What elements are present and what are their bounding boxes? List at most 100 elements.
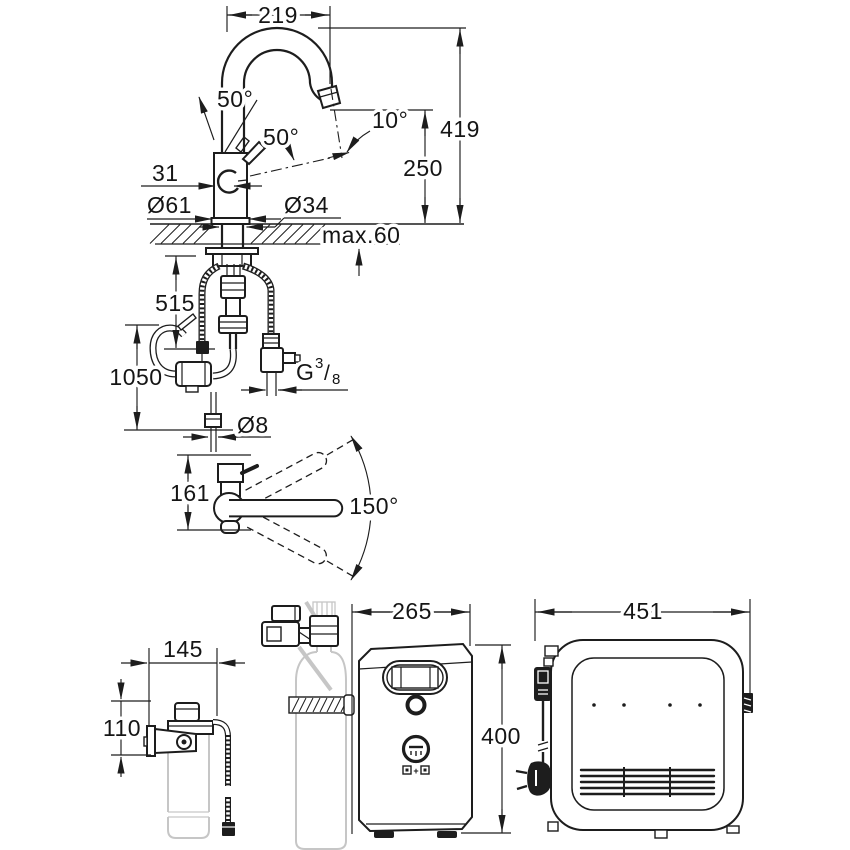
stack-valve (220, 275, 246, 299)
handle-knob (216, 169, 239, 194)
faucet-lever (241, 140, 267, 166)
dim-spout-reach: 219 (258, 2, 298, 28)
dimension-total-height: 419 (318, 27, 483, 223)
dimension-counter-thickness: max.60 (319, 219, 403, 276)
cooler-side-panel (571, 657, 725, 811)
dimension-cooler-height: 400 (461, 644, 524, 834)
swing-line-right (224, 99, 258, 153)
dim-spout-height: 250 (403, 155, 443, 181)
dimension-hose-515: 515 (152, 255, 215, 350)
nut-facets (221, 254, 243, 266)
dim-total-height: 419 (440, 116, 480, 142)
valve-tail-pipe (266, 372, 277, 396)
thin-hose-lower (210, 427, 217, 452)
cooler-side-body (550, 639, 744, 831)
dim-body-depth: 161 (170, 480, 210, 506)
dimension-supply-thread: G 3 / 8 (241, 347, 348, 394)
regulator-knob (271, 605, 301, 622)
side-foot-left (547, 821, 559, 832)
outlet-angle-leader (346, 130, 371, 153)
swivel-arc-upper (350, 435, 372, 496)
bottle-valve (309, 615, 339, 647)
counter-hatching (149, 224, 326, 244)
dim-filter-head-height: 110 (103, 715, 141, 741)
plan-lever (240, 464, 259, 475)
wall-plate-notch (143, 736, 148, 747)
wall-bracket (543, 645, 559, 667)
regulator-gauge (266, 626, 282, 642)
dim-supply-thread: G 3 / 8 (296, 347, 341, 388)
water-types-badge: + (402, 765, 430, 776)
thin-hose-connector (204, 413, 222, 428)
filter-head-cap (174, 702, 200, 722)
break-symbol (177, 313, 197, 331)
swivel-arc-lower (350, 520, 372, 581)
knob-tick (237, 179, 248, 182)
valve-fitting (262, 333, 280, 349)
spray-head-seam (319, 91, 339, 98)
co2-bottle-assembly (261, 600, 355, 850)
bottle-strut-ghost (297, 645, 333, 692)
filter-wall-plate (146, 725, 156, 757)
display-segments (400, 667, 431, 688)
dim-counter-thickness: max.60 (322, 222, 400, 248)
dim-hose-diameter: Ø8 (237, 412, 269, 438)
swivel-arm-up (245, 451, 328, 506)
bottle-crown-ghost (312, 601, 336, 617)
hose-left-fitting (196, 341, 209, 354)
stack-mid (225, 297, 241, 317)
display-window (391, 666, 439, 689)
power-plug-icon (515, 761, 552, 796)
plan-view-swivel: 161 150° (167, 435, 402, 581)
dim-body-diameter: Ø61 (147, 192, 192, 218)
swing-arc-arrow (282, 135, 295, 161)
dim-hose-1050: 1050 (109, 364, 162, 390)
dim-swivel-range: 150° (349, 493, 399, 519)
lever-axis-arrow (327, 151, 350, 161)
vent-grille (579, 767, 716, 797)
pullout-spray-head (316, 84, 342, 110)
dim-lever-swing-b: 50° (263, 124, 299, 150)
dimension-spout-reach: 219 (226, 0, 331, 84)
filter-hose-fitting (222, 822, 235, 836)
dimension-cooler-width: 265 (351, 595, 471, 834)
spout-outer-curve (220, 26, 334, 160)
plan-body-top (217, 463, 244, 483)
stack-pipes (226, 264, 241, 276)
hose-weight (175, 361, 212, 387)
dim-shank-diameter: Ø34 (284, 192, 329, 218)
filter-unit: 145 110 (99, 633, 245, 839)
stack-flange (218, 315, 248, 334)
dim-side-depth: 451 (623, 598, 663, 624)
dim-lever-swing-a: 50° (217, 86, 253, 112)
cooler-side-view: 451 (515, 595, 753, 839)
dim-lever-offset: 31 (152, 160, 179, 186)
weight-tab (185, 385, 199, 393)
under-counter-installation: 515 1050 G 3 / 8 Ø8 (106, 255, 348, 452)
valve-port-tip (294, 354, 301, 363)
dim-cooler-width: 265 (392, 598, 432, 624)
dimension-lever-offset: 31 (141, 157, 262, 190)
phantom-lever-tip (235, 135, 250, 154)
rear-connector (742, 693, 753, 713)
swing-line-left (198, 96, 215, 141)
dimension-shank-diameter: Ø34 (199, 189, 341, 231)
faucet-base-flange (210, 217, 251, 225)
dim-hose-515: 515 (155, 290, 195, 316)
mounting-shank (220, 224, 245, 248)
power-cable (537, 701, 549, 764)
faucet-front-view: 219 419 250 50° 50° 10° 31 Ø61 (141, 0, 483, 276)
outlet-axis-line (330, 88, 343, 159)
check-valve (260, 347, 284, 373)
bracket-screw (181, 739, 187, 745)
cooler-foot-left (374, 831, 394, 838)
cooler-button (405, 694, 427, 716)
dimension-filter-head-height: 110 (99, 679, 151, 777)
dim-outlet-angle: 10° (372, 107, 408, 133)
dimension-side-depth: 451 (534, 595, 751, 698)
dimension-body-diameter: Ø61 (144, 189, 281, 223)
plan-spout-arm (229, 499, 344, 518)
plan-base (220, 520, 240, 534)
dimension-spout-height: 250 (330, 109, 446, 223)
